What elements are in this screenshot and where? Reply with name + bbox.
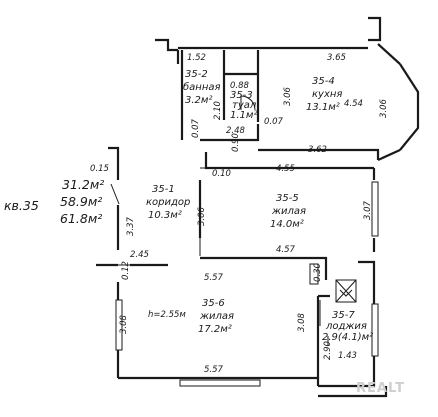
windows	[115, 181, 379, 387]
dim-0-15: 0.15	[90, 164, 109, 174]
room-labels: 35-2 банная 3.2м² 35-3 туал 1.1м² 35-4 к…	[146, 69, 373, 343]
dim-2-10: 2.10	[213, 101, 223, 120]
doors	[110, 95, 256, 266]
dim-5-57-top: 5.57	[204, 273, 224, 283]
dim-0-07-right: 0.07	[264, 117, 284, 127]
dim-4-54: 4.54	[344, 99, 363, 109]
markers	[309, 263, 329, 346]
room-35-4-area: 13.1м²	[306, 102, 340, 113]
total-area: 58.9м²	[60, 194, 102, 209]
dim-3-06-bay: 3.06	[379, 98, 389, 118]
dim-0-88: 0.88	[230, 81, 250, 91]
dim-0-10: 0.10	[212, 169, 231, 179]
dim-5-57-bottom: 5.57	[204, 365, 224, 375]
window-room-35-5	[371, 181, 379, 237]
room-35-1-id: 35-1	[152, 184, 175, 195]
room-35-7-area: 2.9(4.1)м²	[322, 332, 373, 343]
total-area-with-loggia: 61.8м²	[60, 211, 102, 226]
room-35-1-area: 10.3м²	[148, 210, 182, 221]
dim-2-45: 2.45	[130, 250, 149, 260]
dimension-labels: 1.52 3.65 0.88 2.10 3.06 4.54 3.06 0.07 …	[90, 53, 389, 375]
dim-1-52: 1.52	[187, 53, 206, 63]
dim-3-65: 3.65	[327, 53, 346, 63]
dim-3-08-left: 3.08	[119, 314, 129, 334]
dim-1-43: 1.43	[338, 351, 357, 361]
dim-0-30: 0.30	[313, 263, 323, 282]
dim-2-90: 2.90	[323, 341, 333, 360]
apartment-summary: кв.35 31.2м² 58.9м² 61.8м²	[4, 177, 104, 226]
room-35-1-name: коридор	[146, 197, 190, 208]
room-35-2-id: 35-2	[185, 69, 208, 80]
room-35-3-area: 1.1м²	[230, 110, 257, 121]
window-room-35-6	[179, 379, 261, 387]
entry-door	[110, 183, 120, 205]
dim-4-55: 4.55	[276, 164, 295, 174]
ceiling-height: h=2.55м	[148, 310, 186, 320]
dim-3-62: 3.62	[308, 145, 327, 155]
dim-4-57: 4.57	[276, 245, 296, 255]
room-35-3-id: 35-3	[230, 90, 253, 101]
door-toilet	[240, 95, 256, 111]
apartment-number: кв.35	[4, 198, 39, 213]
room-35-6-area: 17.2м²	[198, 324, 232, 335]
dim-2-48: 2.48	[226, 126, 246, 136]
dim-3-07: 3.07	[363, 200, 373, 220]
room-35-6-name: жилая	[199, 311, 234, 322]
room-35-5-name: жилая	[271, 206, 306, 217]
dim-3-08-right: 3.08	[297, 312, 307, 332]
room-35-4-name: кухня	[312, 89, 342, 100]
room-35-7-name: лоджия	[325, 321, 367, 332]
window-loggia	[371, 303, 379, 357]
room-35-7-id: 35-7	[332, 310, 355, 321]
room-35-2-name: банная	[183, 81, 221, 93]
room-35-2-area: 3.2м²	[185, 95, 212, 106]
room-35-5-id: 35-5	[276, 193, 299, 204]
vent-shaft	[335, 279, 357, 303]
dim-3-06-room5: 3.06	[197, 206, 207, 226]
dim-0-90: 0.90	[231, 133, 241, 152]
dim-0-07-left: 0.07	[191, 118, 201, 138]
watermark: REALT	[356, 381, 405, 396]
room-35-3-name: туал	[232, 100, 257, 111]
room-35-4-id: 35-4	[312, 76, 335, 87]
room-35-6-id: 35-6	[202, 298, 225, 309]
room-35-5-area: 14.0м²	[270, 219, 304, 230]
dim-0-12: 0.12	[121, 261, 131, 280]
window-room-35-6-left	[115, 299, 123, 351]
living-area: 31.2м²	[62, 177, 104, 192]
dim-3-06-kitchen: 3.06	[283, 86, 293, 106]
dim-3-37: 3.37	[126, 216, 136, 236]
